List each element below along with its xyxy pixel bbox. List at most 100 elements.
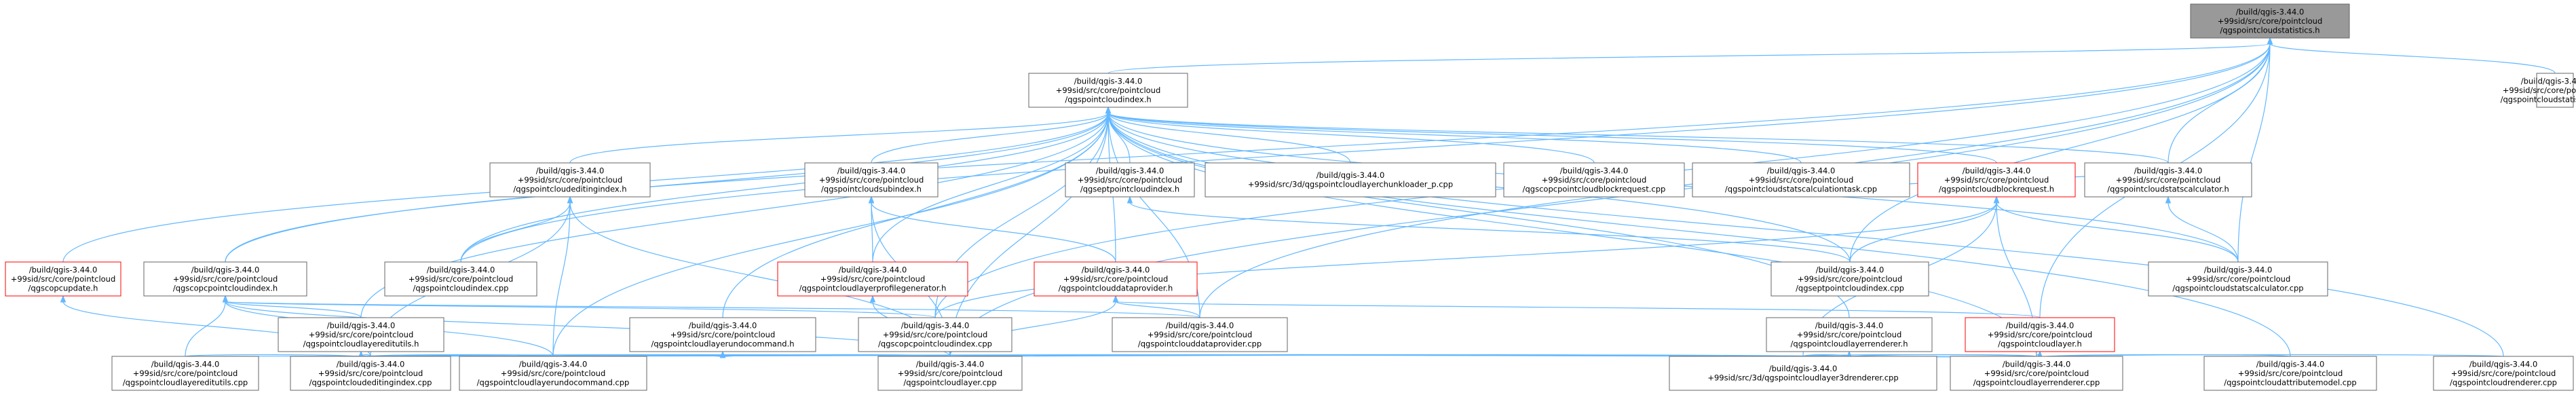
node-label-line: /build/qgis-3.44.0: [2521, 76, 2576, 86]
node-label-line: +99sid/src/core/pointcloud: [133, 369, 238, 378]
node-label-line: /build/qgis-3.44.0: [2469, 359, 2538, 369]
node-label-line: /build/qgis-3.44.0: [837, 166, 906, 175]
node-box: [858, 317, 1012, 352]
file-node-editingindex-cpp[interactable]: /build/qgis-3.44.0+99sid/src/core/pointc…: [290, 356, 451, 391]
node-label-line: /qgspointcloudlayer.cpp: [903, 377, 996, 387]
file-node-editutils-cpp[interactable]: /build/qgis-3.44.0+99sid/src/core/pointc…: [111, 356, 259, 391]
node-label-line: /build/qgis-3.44.0: [2006, 320, 2075, 330]
edge-arrowhead: [222, 295, 229, 303]
node-label-line: /qgspointcloudlayerundocommand.h: [651, 339, 794, 348]
node-label-line: +99sid/src/3d/qgspointcloudlayer3drender…: [1707, 373, 1898, 383]
node-label-line: /build/qgis-3.44.0: [1769, 364, 1838, 373]
edge-line: [1802, 354, 2041, 358]
edge-line: [552, 112, 1109, 357]
node-label-line: /build/qgis-3.44.0: [2256, 359, 2325, 369]
file-node-stats-cpp[interactable]: /build/qgis-3.44.0+99sid/src/core/pointc…: [2501, 73, 2576, 108]
node-label-line: +99sid/src/core/pointcloud: [409, 274, 514, 284]
file-node-blockreq-h[interactable]: /build/qgis-3.44.0+99sid/src/core/pointc…: [1917, 162, 2076, 198]
file-node-index-h[interactable]: /build/qgis-3.44.0+99sid/src/core/pointc…: [1028, 73, 1188, 108]
edge-arrowhead: [1112, 295, 1119, 303]
node-label-line: /build/qgis-3.44.0: [1074, 76, 1143, 86]
file-node-root[interactable]: /build/qgis-3.44.0+99sid/src/core/pointc…: [2190, 3, 2350, 39]
file-node-layer3drenderer-cpp[interactable]: /build/qgis-3.44.0+99sid/src/3d/qgspoint…: [1669, 356, 1937, 391]
node-box: [2084, 162, 2252, 198]
edge-line: [185, 301, 226, 357]
file-node-statscalc-cpp[interactable]: /build/qgis-3.44.0+99sid/src/core/pointc…: [2148, 261, 2328, 297]
node-label-line: /qgspointcloudeditingindex.h: [513, 184, 626, 193]
node-label-line: /build/qgis-3.44.0: [1317, 170, 1385, 180]
file-node-layer-h[interactable]: /build/qgis-3.44.0+99sid/src/core/pointc…: [1965, 317, 2115, 352]
edge-line: [1107, 112, 1997, 164]
node-label-line: +99sid/src/core/pointcloud: [898, 369, 1003, 378]
file-node-dataprovider-cpp[interactable]: /build/qgis-3.44.0+99sid/src/core/pointc…: [1112, 317, 1288, 352]
dependency-edge: [1105, 106, 1351, 164]
edge-arrowhead: [1105, 106, 1112, 114]
edge-line: [225, 43, 2271, 263]
dependency-edge: [2237, 37, 2273, 263]
file-node-layer-cpp[interactable]: /build/qgis-3.44.0+99sid/src/core/pointc…: [877, 356, 1023, 391]
file-node-index-cpp[interactable]: /build/qgis-3.44.0+99sid/src/core/pointc…: [384, 261, 537, 297]
file-node-chunkloader-cpp[interactable]: /build/qgis-3.44.0+99sid/src/3d/qgspoint…: [1205, 162, 1496, 198]
node-label-line: /qgspointcloudlayer.h: [1998, 339, 2082, 348]
dependency-edge: [1105, 106, 1997, 164]
node-label-line: +99sid/src/core/pointcloud: [2116, 175, 2221, 185]
node-label-line: /qgspointcloudstatistics.h: [2220, 25, 2319, 35]
node-box: [777, 261, 968, 297]
edge-line: [460, 112, 1109, 263]
file-node-dataprovider-h[interactable]: /build/qgis-3.44.0+99sid/src/core/pointc…: [1034, 261, 1198, 297]
node-label-line: +99sid/src/core/pointcloud: [820, 274, 926, 284]
dependency-edge: [2267, 37, 2556, 74]
edge-arrowhead: [1126, 195, 1133, 204]
node-label-line: /build/qgis-3.44.0: [427, 265, 495, 274]
node-label-line: /qgspointcloudattributemodel.cpp: [2224, 377, 2356, 387]
edge-line: [552, 202, 571, 357]
dependency-edge: [222, 295, 362, 318]
file-node-eptindex-cpp[interactable]: /build/qgis-3.44.0+99sid/src/core/pointc…: [1770, 261, 1929, 297]
node-label-line: /build/qgis-3.44.0: [191, 265, 260, 274]
node-label-line: +99sid/src/core/pointcloud: [501, 369, 606, 378]
node-label-line: /build/qgis-3.44.0: [2204, 265, 2273, 274]
node-label-line: +99sid/src/core/pointcloud: [819, 175, 924, 185]
edge-arrowhead: [2165, 195, 2172, 204]
node-box: [1205, 162, 1496, 198]
node-label-line: /build/qgis-3.44.0: [1082, 265, 1150, 274]
node-label-line: /build/qgis-3.44.0: [1767, 166, 1836, 175]
file-node-statscalctask-cpp[interactable]: /build/qgis-3.44.0+99sid/src/core/pointc…: [1692, 162, 1910, 198]
graph-nodes: /build/qgis-3.44.0+99sid/src/core/pointc…: [5, 3, 2576, 391]
file-node-eptindex-h[interactable]: /build/qgis-3.44.0+99sid/src/core/pointc…: [1065, 162, 1195, 198]
node-label-line: +99sid/src/core/pointcloud: [309, 330, 414, 339]
file-node-layerrenderer-cpp[interactable]: /build/qgis-3.44.0+99sid/src/core/pointc…: [1950, 356, 2123, 391]
graph-edges: [60, 37, 2556, 358]
node-box: [1112, 317, 1288, 352]
edge-line: [2269, 43, 2556, 74]
node-label-line: +99sid/src/core/pointcloud: [1797, 330, 1902, 339]
node-label-line: /qgspointcloudrenderer.cpp: [2450, 377, 2557, 387]
file-node-copcupdate-h[interactable]: /build/qgis-3.44.0+99sid/src/core/pointc…: [5, 261, 121, 297]
edge-arrowhead: [868, 195, 875, 204]
node-label-line: /build/qgis-3.44.0: [901, 320, 970, 330]
file-node-copcindex-cpp[interactable]: /build/qgis-3.44.0+99sid/src/core/pointc…: [858, 317, 1012, 352]
file-node-statscalc-h[interactable]: /build/qgis-3.44.0+99sid/src/core/pointc…: [2084, 162, 2252, 198]
file-node-renderer-cpp[interactable]: /build/qgis-3.44.0+99sid/src/core/pointc…: [2433, 356, 2574, 391]
dependency-edge: [1112, 295, 2041, 318]
dependency-edge: [2167, 37, 2273, 164]
file-node-layerrenderer-h[interactable]: /build/qgis-3.44.0+99sid/src/core/pointc…: [1766, 317, 1933, 352]
file-node-undocmd-cpp[interactable]: /build/qgis-3.44.0+99sid/src/core/pointc…: [459, 356, 647, 391]
file-node-undocmd-h[interactable]: /build/qgis-3.44.0+99sid/src/core/pointc…: [629, 317, 816, 352]
file-node-copcblockreq-cpp[interactable]: /build/qgis-3.44.0+99sid/src/core/pointc…: [1503, 162, 1685, 198]
file-node-attrmodel-cpp[interactable]: /build/qgis-3.44.0+99sid/src/core/pointc…: [2203, 356, 2377, 391]
node-label-line: /qgspointcloudblockrequest.h: [1939, 184, 2054, 193]
node-label-line: +99sid/src/core/pointcloud: [318, 369, 423, 378]
edge-arrowhead: [869, 295, 876, 303]
dependency-edge: [185, 295, 229, 357]
node-label-line: /build/qgis-3.44.0: [839, 265, 907, 274]
node-label-line: /qgspointcloudstatscalculator.cpp: [2172, 283, 2303, 293]
file-node-editingindex-h[interactable]: /build/qgis-3.44.0+99sid/src/core/pointc…: [489, 162, 651, 198]
file-node-copcindex-h[interactable]: /build/qgis-3.44.0+99sid/src/core/pointc…: [143, 261, 307, 297]
file-node-editutils-h[interactable]: /build/qgis-3.44.0+99sid/src/core/pointc…: [278, 317, 444, 352]
edge-line: [460, 43, 2271, 263]
file-node-profilegen-h[interactable]: /build/qgis-3.44.0+99sid/src/core/pointc…: [777, 261, 968, 297]
node-label-line: +99sid/src/core/pointcloud: [518, 175, 623, 185]
file-node-subindex-h[interactable]: /build/qgis-3.44.0+99sid/src/core/pointc…: [804, 162, 939, 198]
node-box: [2536, 73, 2574, 108]
